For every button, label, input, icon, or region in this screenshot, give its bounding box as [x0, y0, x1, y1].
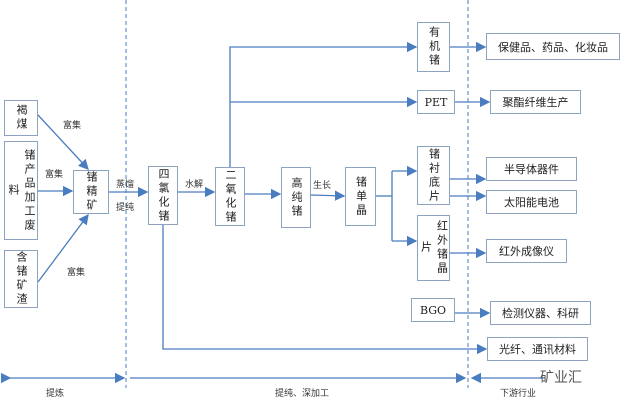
label-enrich-3: 富集	[67, 268, 86, 278]
label-distill: 蒸馏	[116, 180, 135, 190]
app-solar: 太阳能电池	[486, 190, 577, 214]
node-ir-ge-wafer: 红外锗晶片	[417, 215, 450, 281]
line-fiber	[162, 225, 488, 355]
node-ge-slag: 含锗矿渣	[4, 250, 38, 308]
stage-processing: 提纯、深加工	[275, 389, 330, 399]
app-polyester: 聚酯纤维生产	[490, 90, 581, 114]
node-geo2: 二氧化锗	[215, 167, 245, 226]
label-enrich-1: 富集	[63, 121, 82, 131]
node-pet: PET	[417, 90, 455, 114]
label-enrich-2: 富集	[45, 170, 64, 180]
line-organic	[229, 41, 418, 167]
app-fiber: 光纤、通讯材料	[487, 337, 588, 361]
label-purify: 提纯	[116, 203, 135, 213]
arrow-slag	[37, 213, 89, 283]
stage-refining: 提炼	[46, 389, 65, 399]
app-ir-imager: 红外成像仪	[486, 239, 567, 263]
app-detector: 检测仪器、科研	[490, 301, 591, 325]
label-hydrolysis: 水解	[185, 180, 204, 190]
node-ge-waste: 锗产品加工废料	[4, 141, 38, 240]
node-bgo: BGO	[411, 298, 455, 322]
node-ge-single-crystal: 锗单晶	[345, 167, 376, 226]
app-health: 保健品、药品、化妆品	[486, 33, 620, 60]
app-semiconductor: 半导体器件	[486, 157, 577, 181]
node-ge-concentrate: 锗精矿	[73, 170, 109, 214]
arrow-lignite	[37, 114, 89, 170]
label-growth: 生长	[313, 181, 332, 191]
node-lignite: 褐煤	[4, 100, 38, 136]
watermark-logo: 矿业汇	[540, 370, 582, 386]
node-organic-ge: 有机锗	[417, 22, 450, 72]
node-high-purity-ge: 高纯锗	[281, 167, 311, 228]
arrow-growth	[310, 190, 346, 201]
node-ge-substrate: 锗衬底片	[417, 146, 450, 205]
node-gecl4: 四氯化锗	[148, 166, 178, 225]
stage-downstream: 下游行业	[500, 389, 537, 399]
